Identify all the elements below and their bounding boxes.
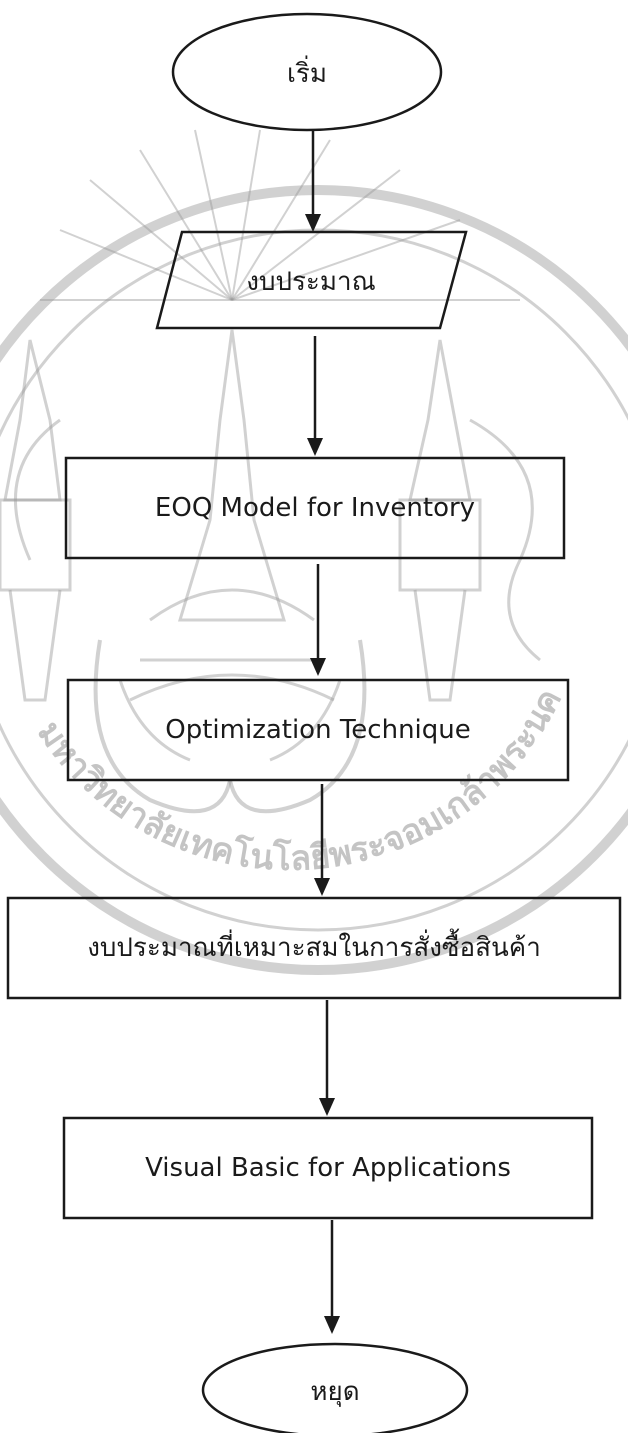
watermark-naga bbox=[13, 418, 541, 814]
arrow-start-to-budget bbox=[305, 130, 321, 232]
watermark-right-tower bbox=[398, 339, 482, 702]
vba-label: Visual Basic for Applications bbox=[145, 1153, 511, 1183]
start-label: เริ่ม bbox=[287, 55, 327, 89]
vba-process: Visual Basic for Applications bbox=[62, 1116, 594, 1220]
watermark-left-tower bbox=[0, 339, 72, 702]
watermark-spire bbox=[129, 329, 335, 702]
arrow-output-to-vba bbox=[319, 1000, 335, 1116]
start-terminator: เริ่ม bbox=[171, 12, 443, 132]
optimal-budget-label: งบประมาณที่เหมาะสมในการสั่งซื้อสินค้า bbox=[87, 928, 541, 963]
watermark-arc-text: มหาวิทยาลัยเทคโนโลยีพระจอมเกล้าพระนครเหน… bbox=[0, 0, 570, 879]
eoq-model-process: EOQ Model for Inventory bbox=[64, 456, 566, 560]
arrow-budget-to-eoq bbox=[307, 336, 323, 456]
arrow-eoq-to-optimization bbox=[310, 564, 326, 676]
budget-input-label: งบประมาณ bbox=[246, 267, 376, 297]
arrow-vba-to-stop bbox=[324, 1220, 340, 1334]
stop-label: หยุด bbox=[310, 1377, 359, 1407]
arrow-optimization-to-output bbox=[314, 784, 330, 896]
optimal-budget-process: งบประมาณที่เหมาะสมในการสั่งซื้อสินค้า bbox=[6, 896, 622, 1000]
optimization-label: Optimization Technique bbox=[165, 715, 471, 745]
eoq-model-label: EOQ Model for Inventory bbox=[155, 493, 475, 523]
watermark-sunburst bbox=[40, 129, 520, 301]
optimization-process: Optimization Technique bbox=[66, 678, 570, 782]
budget-input-node: งบประมาณ bbox=[155, 230, 468, 330]
stop-terminator: หยุด bbox=[201, 1342, 469, 1433]
